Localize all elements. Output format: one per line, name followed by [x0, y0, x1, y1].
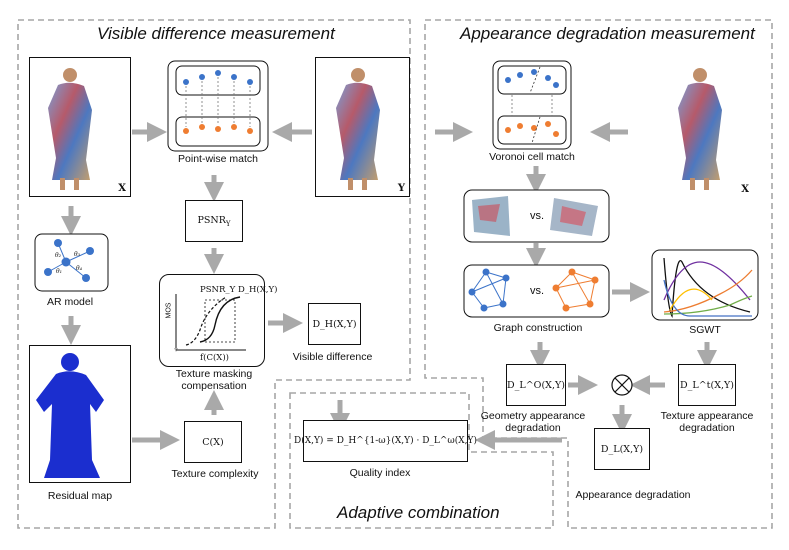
adaptive-section-title: Adaptive combination: [337, 503, 500, 522]
photo-x-figure: [48, 68, 92, 190]
photo-y: Y: [315, 57, 410, 197]
quality-index-caption: Quality index: [349, 467, 411, 479]
photo-y-label: Y: [397, 183, 405, 194]
photo-x-right-label: X: [741, 184, 749, 195]
texture-masking-caption: Texture masking compensation: [158, 368, 270, 392]
photo-x: X: [29, 57, 131, 197]
dlo-box: D_L^O(X,Y): [506, 364, 566, 406]
fcx-axis-label: f(C(X)): [200, 353, 229, 363]
sgwt-graphic: [651, 249, 759, 321]
svg-text:θ₄: θ₄: [76, 265, 83, 272]
ar-model-caption: AR model: [46, 296, 94, 308]
residual-map-graphic: [36, 353, 104, 478]
visible-section-title: Visible difference measurement: [97, 24, 335, 43]
appearance-degradation-caption: Appearance degradation: [575, 489, 691, 501]
texture-complexity-caption: Texture complexity: [171, 468, 259, 480]
psnr-box: PSNRY: [185, 200, 243, 242]
adaptive-section-border: [289, 392, 554, 529]
voronoi-match-graphic: [492, 60, 572, 150]
svg-text:θ₁: θ₁: [56, 268, 62, 275]
psnr-text: PSNR: [197, 214, 226, 226]
sgwt-caption: SGWT: [689, 324, 721, 336]
vs-label-2: vs.: [529, 285, 545, 297]
svg-text:θ₃: θ₃: [74, 251, 81, 258]
section-borders: [17, 19, 773, 529]
residual-map-caption: Residual map: [47, 490, 113, 502]
appearance-section-title: Appearance degradation measurement: [460, 24, 755, 43]
visible-section-border: [17, 19, 411, 529]
point-wise-match-caption: Point-wise match: [178, 153, 258, 165]
cx-formula: C(X): [202, 436, 224, 448]
psnr-subscript: Y: [225, 219, 231, 228]
patches-graphic: [463, 189, 610, 243]
geometry-degradation-line1: Geometry appearance: [480, 410, 586, 422]
geometry-degradation-caption: Geometry appearance degradation: [478, 410, 588, 434]
photo-x-right-figure: [678, 68, 722, 190]
graph-construction-caption: Graph construction: [493, 322, 583, 334]
vs-label-1: vs.: [529, 210, 545, 222]
residual-map-frame: [29, 345, 131, 483]
texture-appearance-line2: degradation: [679, 422, 735, 434]
svg-text:θ₂: θ₂: [55, 252, 62, 259]
dlt-box: D_L^t(X,Y): [678, 364, 736, 406]
psnr-dh-curve-label: PSNR_Y D_H(X,Y): [200, 285, 278, 295]
dh-box: D_H(X,Y): [308, 303, 361, 345]
voronoi-caption: Voronoi cell match: [489, 151, 575, 163]
dlo-formula: D_L^O(X,Y): [507, 379, 565, 391]
dl-box: D_L(X,Y): [594, 428, 650, 470]
dlt-formula: D_L^t(X,Y): [680, 379, 734, 391]
texture-masking-box: PSNR_Y D_H(X,Y) MOS f(C(X)): [159, 274, 277, 367]
ar-model-graphic: θ₂ θ₃ θ₄ θ₁: [34, 233, 109, 292]
texture-appearance-caption: Texture appearance degradation: [655, 410, 759, 434]
visible-difference-caption: Visible difference: [292, 351, 373, 363]
mos-axis-label: MOS: [165, 302, 173, 319]
otimes-symbol: [611, 374, 633, 396]
quality-formula: D(X,Y) = D_H^{1-ω}(X,Y) · D_L^ω(X,Y): [294, 436, 477, 446]
quality-index-box: D(X,Y) = D_H^{1-ω}(X,Y) · D_L^ω(X,Y): [294, 420, 477, 462]
graph-construction-graphic: [463, 264, 610, 318]
photo-x-label: X: [118, 183, 126, 194]
arrows: [61, 122, 717, 450]
dl-formula: D_L(X,Y): [600, 443, 644, 455]
appearance-section-border: [424, 19, 773, 529]
photo-x-right: X: [657, 57, 753, 197]
dh-formula: D_H(X,Y): [312, 318, 357, 330]
texture-masking-caption-line2: compensation: [181, 380, 247, 392]
geometry-degradation-line2: degradation: [505, 422, 561, 434]
texture-masking-caption-line1: Texture masking: [175, 368, 253, 380]
photo-y-figure: [336, 68, 380, 190]
texture-appearance-line1: Texture appearance: [660, 410, 754, 422]
texture-masking-plot: [174, 294, 246, 352]
point-wise-match-graphic: [167, 60, 269, 152]
cx-box: C(X): [184, 421, 242, 463]
